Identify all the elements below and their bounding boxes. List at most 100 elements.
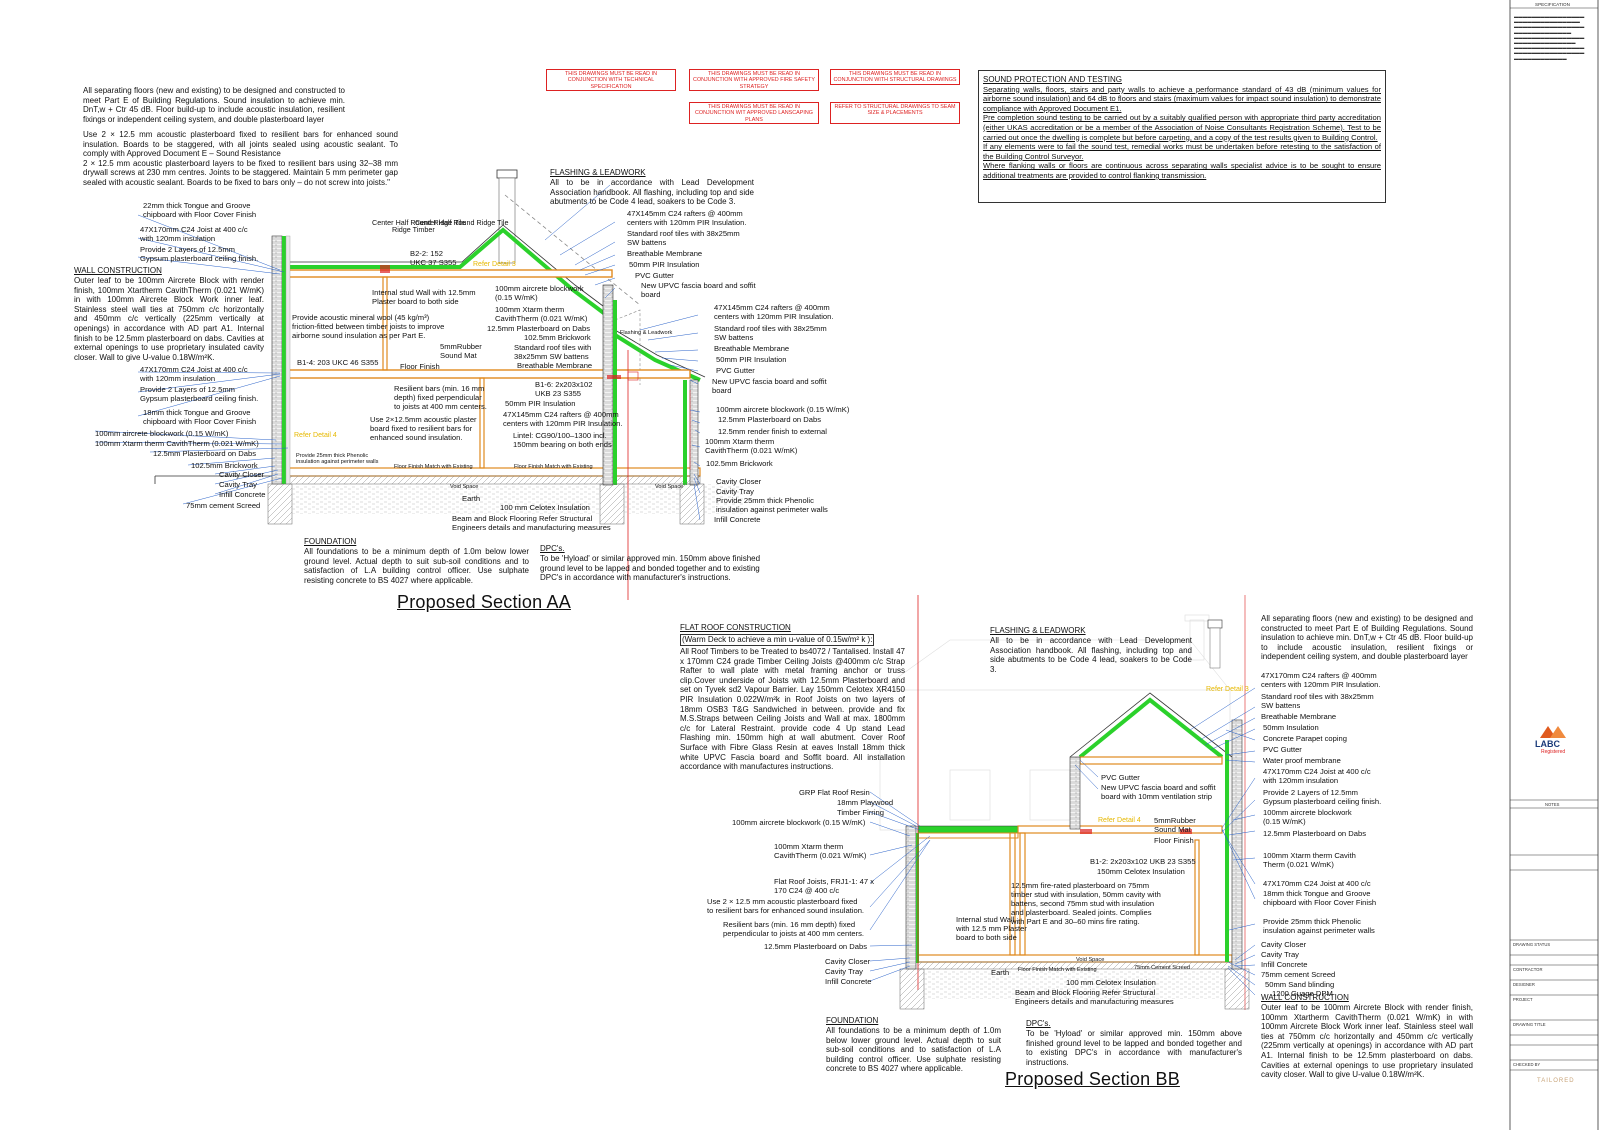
bb-label: Beam and Block Flooring Refer Structural… (1015, 988, 1174, 1006)
sound-protection-title: SOUND PROTECTION AND TESTING (983, 75, 1122, 84)
aa-label: 100mm Xtarm therm CavithTherm (0.021 W/m… (495, 305, 588, 323)
tb-checked-by: CHECKED BY (1513, 1062, 1541, 1067)
aa-label: 47X145mm C24 rafters @ 400mm centers wit… (503, 410, 623, 428)
aa-label: 100mm aircrete blockwork (0.15 W/mK) (495, 284, 584, 302)
aa-label: Cavity Tray (219, 480, 257, 489)
tb-project: PROJECT (1513, 997, 1533, 1002)
aa-label: Standard roof tiles with 38x25mm SW batt… (514, 343, 592, 361)
aa-wall-construction-title: WALL CONSTRUCTION (74, 266, 162, 275)
bb-label: Standard roof tiles with 38x25mm SW batt… (1261, 692, 1374, 710)
tb-labc-registered: Registered (1541, 749, 1566, 755)
aa-label: B2-2: 152 UKC 37 S355 (410, 249, 457, 267)
tb-notes-label: NOTES (1545, 802, 1560, 807)
tb-spec-filler: ▬▬▬▬▬▬▬▬▬▬▬▬▬▬▬▬ ▬▬▬▬▬▬▬▬▬▬▬▬▬▬▬ ▬▬▬▬▬▬▬… (1514, 14, 1585, 61)
aa-label: Provide 2 Layers of 12.5mm Gypsum plaste… (140, 245, 259, 263)
aa-intro-acoustic-plasterboard: Use 2 × 12.5 mm acoustic plasterboard fi… (83, 130, 398, 187)
aa-foundation-text: All foundations to be a minimum depth of… (304, 547, 529, 585)
bb-label: 100 mm Celotex Insulation (1066, 978, 1156, 987)
tb-brand-logo: TAILORED (1537, 1078, 1575, 1084)
aa-label: 22mm thick Tongue and Groove chipboard w… (143, 201, 257, 219)
bb-label: 12.5mm Plasterboard on Dabs (764, 942, 867, 951)
aa-label: Cavity Tray (716, 487, 754, 496)
bb-label: Infill Concrete (825, 977, 872, 986)
bb-label: Void Space (1076, 957, 1105, 963)
aa-label: Provide 2 Layers of 12.5mm Gypsum plaste… (140, 385, 259, 403)
bb-label: 75mm Cement Screed (1134, 965, 1190, 971)
bb-label: 100mm Xtarm therm CavithTherm (0.021 W/m… (774, 842, 867, 860)
bb-separating-floors-text: All separating floors (new and existing)… (1261, 614, 1473, 662)
aa-label: Breathable Membrane (517, 361, 593, 370)
bb-dpc-title: DPC's. (1026, 1019, 1051, 1028)
aa-label: 47X145mm C24 rafters @ 400mm centers wit… (714, 303, 834, 321)
tb-drawing-title: DRAWING TITLE (1513, 1022, 1546, 1027)
bb-label: New UPVC fascia board and soffit board w… (1101, 783, 1216, 801)
aa-label: 12.5mm Plasterboard on Dabs (487, 324, 590, 333)
bb-foundation-title: FOUNDATION (826, 1016, 879, 1025)
aa-label: B1-4: 203 UKC 46 S355 (297, 358, 379, 367)
bb-section-title: Proposed Section BB (1005, 1069, 1180, 1089)
bb-dpc-text: To be 'Hyload' or similar approved min. … (1026, 1029, 1242, 1067)
aa-label: New UPVC fascia board and soffit board (712, 377, 827, 395)
bb-label: 47X170mm C24 Joist at 400 c/c with 120mm… (1263, 767, 1371, 785)
aa-label: PVC Gutter (716, 366, 755, 375)
bb-label: 18mm thick Tongue and Groove chipboard w… (1263, 889, 1377, 907)
bb-refer-detail-3: Refer Detail 3 (1206, 686, 1249, 693)
bb-label: 100mm aircrete blockwork (0.15 W/mK) (732, 818, 866, 827)
aa-label: Resilient bars (min. 16 mm depth) fixed … (394, 384, 487, 411)
bb-label: 12.5mm fire-rated plasterboard on 75mm t… (1011, 881, 1161, 926)
bb-label: Water proof membrane (1263, 756, 1341, 765)
aa-refer-detail-4: Refer Detail 4 (294, 432, 337, 439)
bb-label: Cavity Closer (825, 957, 871, 966)
aa-foundation-title: FOUNDATION (304, 537, 357, 546)
bb-label: 150mm Celotex Insulation (1097, 867, 1185, 876)
aa-label: Use 2×12.5mm acoustic plaster board fixe… (370, 415, 477, 442)
sound-protection-box: SOUND PROTECTION AND TESTING Separating … (978, 70, 1386, 203)
aa-label: Standard roof tiles with 38x25mm SW batt… (627, 229, 740, 247)
aa-flashing-title: FLASHING & LEADWORK (550, 168, 646, 177)
bb-refer-detail-4: Refer Detail 4 (1098, 817, 1141, 824)
aa-label: Breathable Membrane (714, 344, 790, 353)
bb-label: 50mm Insulation (1263, 723, 1319, 732)
bb-label: 100mm aircrete blockwork (0.15 W/mK) (1263, 808, 1352, 826)
aa-label: Floor Finish Match with Existing (514, 464, 593, 470)
bb-label: Cavity Tray (1261, 950, 1299, 959)
bb-label: PVC Gutter (1101, 773, 1140, 782)
aa-label: Floor Finish (400, 362, 440, 371)
aa-label: 100 mm Celotex Insulation (500, 503, 590, 512)
aa-label: PVC Gutter (635, 271, 674, 280)
bb-label: 12.5mm Plasterboard on Dabs (1263, 829, 1366, 838)
bb-label: Provide 25mm thick Phenolic insulation a… (1263, 917, 1375, 935)
aa-label: B1-6: 2x203x102 UKB 23 S355 (535, 380, 593, 398)
aa-section-title: Proposed Section AA (397, 592, 571, 612)
aa-label: 102.5mm Brickwork (191, 461, 258, 470)
aa-label: 50mm PIR Insulation (505, 399, 576, 408)
bb-flashing-text: All to be in accordance with Lead Develo… (990, 636, 1192, 674)
aa-label: Provide acoustic mineral wool (45 kg/m³)… (292, 313, 445, 340)
aa-flashing-text: All to be in accordance with Lead Develo… (550, 178, 754, 207)
red-note-structural-seam: REFER TO STRUCTURAL DRAWINGS TO SEAM SIZ… (830, 102, 960, 124)
tb-labc-logo: LABC (1535, 739, 1560, 749)
bb-wall-construction-title: WALL CONSTRUCTION (1261, 993, 1349, 1002)
bb-label: 75mm cement Screed (1261, 970, 1336, 979)
aa-label: New UPVC fascia board and soffit board (641, 281, 756, 299)
aa-label: 47X170mm C24 Joist at 400 c/c with 120mm… (140, 365, 248, 383)
tb-contractor: CONTRACTOR (1513, 967, 1543, 972)
aa-label: 50mm PIR Insulation (629, 260, 700, 269)
aa-label: Ridge Timber (392, 225, 435, 234)
tb-drawing-status: DRAWING STATUS (1513, 942, 1551, 947)
aa-dpc-title: DPC's. (540, 544, 565, 553)
aa-label: 47X170mm C24 Joist at 400 c/c with 120mm… (140, 225, 248, 243)
bb-label: Resilient bars (min. 16 mm depth) fixed … (723, 920, 864, 938)
bb-label: Timber Firring (837, 808, 884, 817)
aa-label: 18mm thick Tongue and Groove chipboard w… (143, 408, 257, 426)
aa-dpc-text: To be 'Hyload' or similar approved min. … (540, 554, 761, 583)
bb-label: 47X170mm C24 rafters @ 400mm centers wit… (1261, 671, 1381, 689)
bb-label: Floor Finish (1154, 836, 1194, 845)
bb-label: Cavity Tray (825, 967, 863, 976)
aa-label: Void Space (655, 484, 684, 490)
aa-label: 12.5mm render finish to external (718, 427, 827, 436)
bb-label: GRP Flat Roof Resin (799, 788, 870, 797)
tb-specification-label: SPECIFICATION (1535, 2, 1570, 7)
bb-label: PVC Gutter (1263, 745, 1302, 754)
bb-label: Cavity Closer (1261, 940, 1307, 949)
